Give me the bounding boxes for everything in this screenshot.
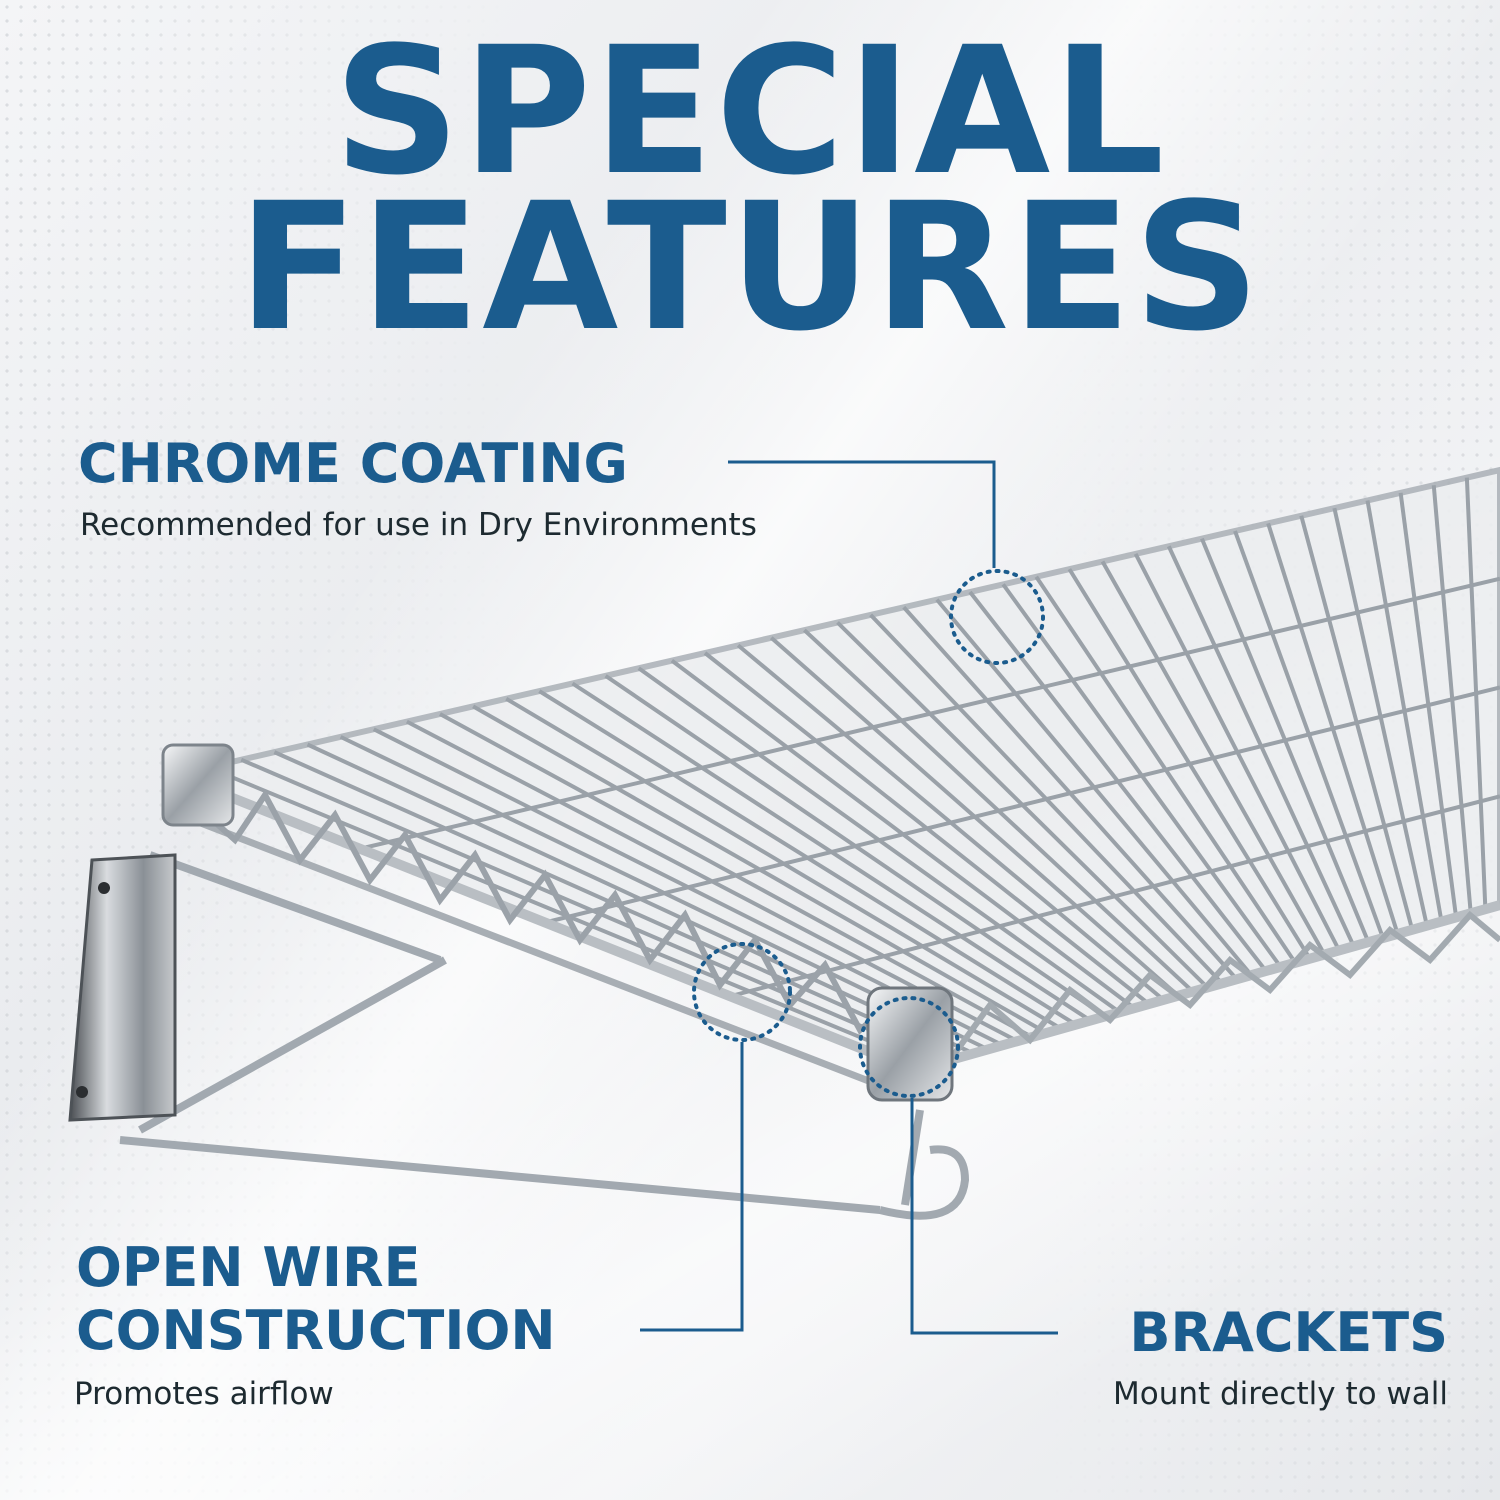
title-line-2: FEATURES (237, 165, 1263, 370)
feature-brackets-description: Mount directly to wall (1112, 1376, 1448, 1412)
shelf-crossbar (729, 794, 1500, 999)
title-line-1: SPECIAL (333, 9, 1167, 214)
feature-openwire-heading-line2: CONSTRUCTION (76, 1299, 556, 1362)
leader-chrome-coating (728, 460, 996, 568)
front-truss (188, 789, 902, 1035)
support-bracket (119, 851, 970, 1220)
leader-open-wire (640, 1042, 744, 1332)
leader-brackets (910, 1098, 1058, 1335)
shelf-crossbar (544, 685, 1500, 925)
shelf-crossbar (359, 576, 1500, 851)
wall-mount-plate (68, 853, 177, 1122)
highlight-circle-chrome (949, 569, 1045, 665)
highlight-circle-bracket (858, 996, 960, 1098)
feature-brackets-heading: BRACKETS (1129, 1301, 1448, 1364)
highlight-circle-wire (692, 942, 792, 1042)
feature-chrome-description: Recommended for use in Dry Environments (80, 507, 757, 543)
collar-left (161, 743, 235, 827)
feature-openwire-heading-line1: OPEN WIRE (76, 1236, 421, 1299)
collar-right (866, 986, 954, 1102)
side-truss (947, 910, 1500, 1062)
feature-openwire-description: Promotes airflow (74, 1376, 334, 1412)
feature-chrome-heading: CHROME COATING (78, 432, 628, 495)
